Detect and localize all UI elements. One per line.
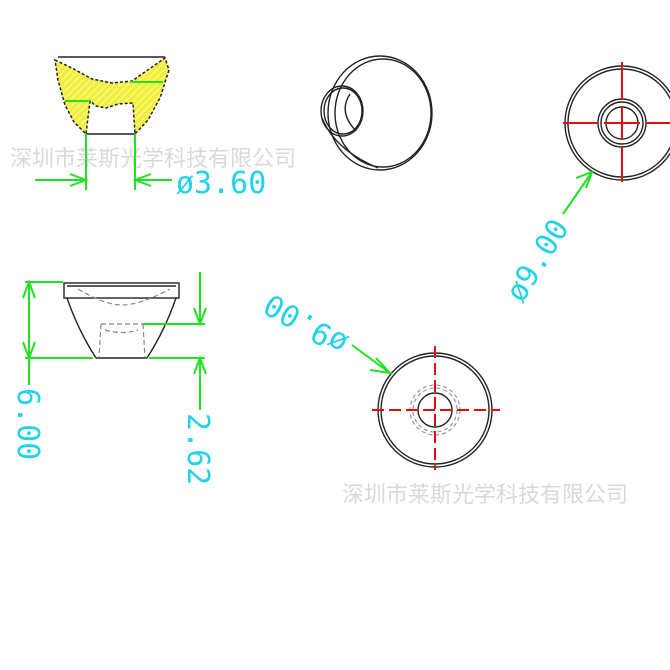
dimension-text-lower-height: 2.62 <box>180 413 215 485</box>
top-view <box>563 62 670 182</box>
bottom-view <box>372 346 500 470</box>
dimension-outer-diameter-top <box>562 170 594 215</box>
watermark-bottom: 深圳市莱斯光学科技有限公司 <box>342 483 628 508</box>
perspective-view <box>320 55 433 171</box>
watermark-top: 深圳市莱斯光学科技有限公司 <box>10 147 296 172</box>
dimension-text-outer-diameter-top: ø9.00 <box>499 213 577 308</box>
side-view <box>63 282 180 359</box>
dimension-total-height <box>22 279 93 385</box>
dimension-top-diameter <box>35 134 172 190</box>
dimension-text-total-height: 6.00 <box>10 388 45 460</box>
dimension-text-top-diameter: ø3.60 <box>176 166 266 201</box>
dimension-text-outer-diameter-bottom: ø9.00 <box>258 286 354 361</box>
dimension-outer-diameter-bottom <box>351 344 393 375</box>
dimension-lower-height <box>143 272 207 410</box>
section-view <box>54 56 170 136</box>
